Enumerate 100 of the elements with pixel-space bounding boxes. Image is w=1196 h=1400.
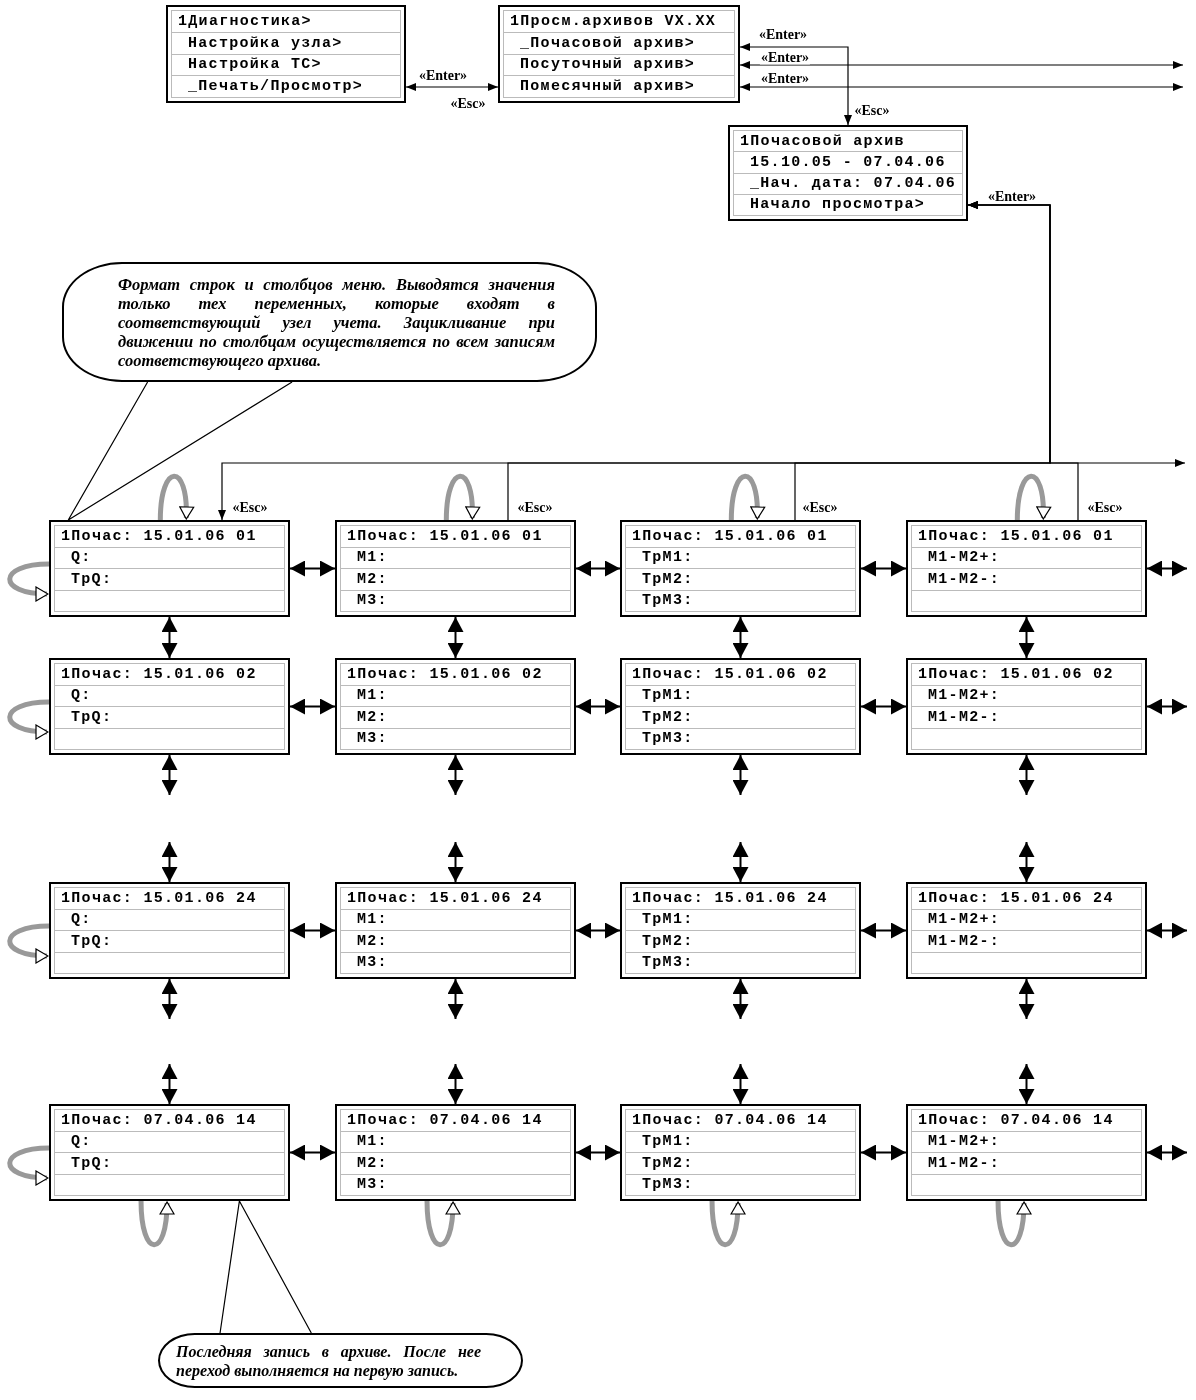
arrow (1018, 841, 1035, 883)
callout-text: Последняя запись в архиве. После нее переход выполняется на первую запись. (176, 1341, 481, 1380)
arrow (405, 83, 499, 91)
arrow (289, 560, 336, 577)
arrow (161, 1063, 178, 1105)
screen-line: М1-М2-: (912, 568, 1141, 590)
arrow (739, 43, 852, 126)
key-label: «Esc» (231, 499, 269, 515)
screen-line: _Нач. дата: 07.04.06 (734, 172, 962, 194)
screen-line: ТрМ2: (626, 930, 855, 952)
screen-line: Настройка узла> (172, 31, 400, 54)
screen-line: 1Почас: 07.04.06 14 (631, 1110, 829, 1131)
screen-line: ТрМ2: (626, 1152, 855, 1174)
edge-label: «Esc» (801, 499, 839, 515)
screen-line: М1-М2-: (912, 1152, 1141, 1174)
lcd-screen (620, 1104, 861, 1201)
screen-line: М1: (341, 684, 570, 706)
lcd-screen (49, 882, 290, 979)
screen-line: М2: (341, 930, 570, 952)
screen-line: М3: (341, 727, 570, 749)
edge-label: «Esc» (1086, 499, 1124, 515)
screen-line: ТрQ: (55, 930, 284, 952)
screen-line: ТрМ3: (626, 589, 855, 611)
screen-line: М1-М2-: (912, 930, 1141, 952)
screen-line: 1Почас: 15.01.06 24 (60, 888, 258, 909)
screen-line: М1-М2-: (912, 706, 1141, 728)
arrow (1146, 922, 1188, 939)
edge-label: «Esc» (516, 499, 554, 515)
arrow (289, 698, 336, 715)
screen-line: 1Почас: 07.04.06 14 (917, 1110, 1115, 1131)
loop-arrow (995, 1200, 1032, 1247)
loop-arrow (138, 1200, 175, 1247)
lcd-screen (335, 1104, 576, 1201)
screen-line: М3: (341, 951, 570, 973)
screen-line: М1: (341, 546, 570, 568)
key-label: «Esc» (449, 95, 487, 111)
callout-text: Формат строк и столбцов меню. Выводятся значения только тех переменных, которые входят в соответствующий узел учета. Зацикливание при движении по столбцам осуществляется по всем записям соответствующего архива. (118, 274, 555, 370)
screen-line: 1Почас: 15.01.06 24 (631, 888, 829, 909)
screen-line: М1-М2+: (912, 546, 1141, 568)
lcd-screen (49, 658, 290, 755)
edge-label: «Enter» (757, 26, 809, 42)
screen-line: М3: (341, 1173, 570, 1195)
loop-arrow (157, 474, 194, 521)
screen-line: _Почасовой архив> (504, 31, 734, 54)
screen-line: Посуточный архив> (504, 53, 734, 76)
arrow (575, 560, 621, 577)
lcd-screen (498, 5, 740, 103)
arrow (739, 83, 1184, 91)
screen-line: 1Почас: 15.01.06 24 (346, 888, 544, 909)
lcd-screen (335, 882, 576, 979)
arrow (447, 841, 464, 883)
loop-arrow (7, 923, 50, 963)
screen-line: Q: (55, 1130, 284, 1152)
lcd-screen (906, 882, 1147, 979)
loop-arrow (7, 561, 50, 601)
lcd-screen (335, 520, 576, 617)
arrow (860, 560, 907, 577)
screen-line: 1Просм.архивов VX.XX (509, 11, 718, 32)
arrow (575, 1144, 621, 1161)
arrow (1018, 754, 1035, 796)
screen-line: 1Почас: 15.01.06 02 (60, 664, 258, 685)
screen-line: 1Почасовой архив (739, 131, 906, 152)
lcd-screen (49, 520, 290, 617)
lcd-screen (335, 658, 576, 755)
screen-line: ТрQ: (55, 1152, 284, 1174)
loop-arrow (1014, 474, 1051, 521)
screen-line: Помесячный архив> (504, 75, 734, 97)
arrow (732, 1063, 749, 1105)
lcd-screen (620, 882, 861, 979)
screen-line: 1Диагностика> (177, 11, 313, 32)
screen-line: ТрQ: (55, 706, 284, 728)
screen-line: М1-М2+: (912, 908, 1141, 930)
screen-line: Настройка ТС> (172, 53, 400, 76)
screen-line: 1Почас: 07.04.06 14 (60, 1110, 258, 1131)
screen-line: 1Почас: 15.01.06 02 (917, 664, 1115, 685)
screen-line: ТрМ3: (626, 1173, 855, 1195)
screen-line: 1Почас: 15.01.06 01 (60, 526, 258, 547)
lcd-screen (49, 1104, 290, 1201)
arrow (575, 698, 621, 715)
lcd-screen (620, 520, 861, 617)
arrow (967, 201, 1079, 521)
lcd-screen (620, 658, 861, 755)
screen-line: ТрQ: (55, 568, 284, 590)
screen-line: ТрМ3: (626, 951, 855, 973)
loop-arrow (7, 1145, 50, 1185)
loop-arrow (728, 474, 765, 521)
screen-line: М2: (341, 1152, 570, 1174)
screen-line: 1Почас: 15.01.06 01 (346, 526, 544, 547)
arrow (739, 61, 1184, 69)
arrow (732, 978, 749, 1020)
screen-line: 1Почас: 15.01.06 02 (346, 664, 544, 685)
edge-label: «Enter» (986, 188, 1038, 204)
screen-line: _Печать/Просмотр> (172, 75, 400, 97)
lcd-screen (906, 520, 1147, 617)
screen-line: ТрМ1: (626, 684, 855, 706)
arrow (161, 754, 178, 796)
loop-arrow (443, 474, 480, 521)
lcd-screen (728, 125, 968, 221)
lcd-screen (906, 1104, 1147, 1201)
screen-line: 1Почас: 15.01.06 01 (917, 526, 1115, 547)
